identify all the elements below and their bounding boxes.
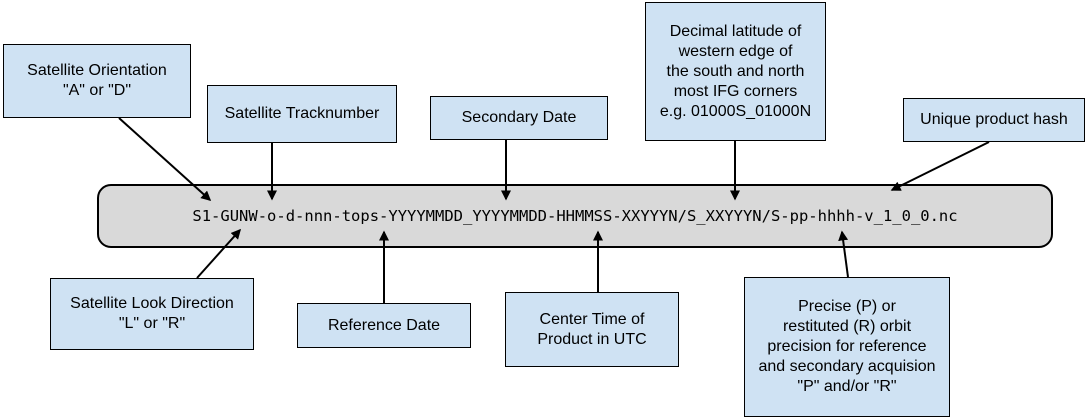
label-reference-date: Reference Date bbox=[297, 303, 471, 348]
label-orbit-precision: Precise (P) or restituted (R) orbit prec… bbox=[744, 277, 950, 417]
label-satellite-look-direction: Satellite Look Direction "L" or "R" bbox=[50, 278, 254, 350]
label-decimal-latitude: Decimal latitude of western edge of the … bbox=[645, 2, 826, 141]
filename-pattern: S1-GUNW-o-d-nnn-tops-YYYYMMDD_YYYYMMDD-H… bbox=[97, 184, 1053, 248]
arrow-orbit-precision bbox=[838, 230, 849, 278]
filename-text: S1-GUNW-o-d-nnn-tops-YYYYMMDD_YYYYMMDD-H… bbox=[192, 207, 958, 225]
label-satellite-orientation: Satellite Orientation "A" or "D" bbox=[3, 44, 191, 118]
label-unique-product-hash: Unique product hash bbox=[903, 98, 1085, 142]
arrow-hash bbox=[890, 141, 990, 191]
arrow-look-direction bbox=[196, 228, 242, 279]
label-secondary-date: Secondary Date bbox=[430, 96, 608, 140]
arrow-orientation bbox=[118, 117, 212, 202]
label-center-time: Center Time of Product in UTC bbox=[505, 292, 679, 367]
label-satellite-tracknumber: Satellite Tracknumber bbox=[207, 85, 397, 143]
